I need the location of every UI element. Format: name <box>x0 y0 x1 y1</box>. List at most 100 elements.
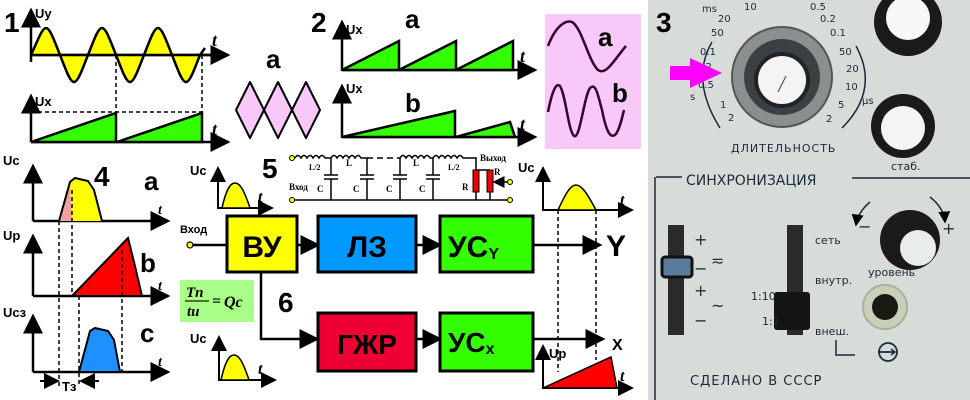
sync-polarity-switch[interactable] <box>660 255 694 279</box>
fig5-resistor-label-1: R <box>462 182 469 192</box>
sync-polarity-switch-slot <box>668 225 684 335</box>
fig1-top-t-label: t <box>212 30 218 50</box>
block-gzhr-label: ГЖР <box>337 329 397 360</box>
figure-2-number: 2 <box>311 7 327 38</box>
svg-text:+: + <box>694 281 707 300</box>
sync-mode-internal: внутр. <box>815 274 852 287</box>
fig5-inductor-label-1: L/2 <box>309 163 321 172</box>
svg-text:s: s <box>690 92 695 103</box>
fig4c-ucz-label: Uсз <box>3 305 27 320</box>
fig2a-saw-3 <box>455 38 515 72</box>
fig6-uc-right-t-label: t <box>620 192 625 209</box>
fig2b-t-label: t <box>520 114 526 134</box>
fig6-input-label: Вход <box>180 224 207 236</box>
magenta-pointer-arrow <box>670 58 722 88</box>
figure-5: 5 Вход Выход L/2 L L L/2 C C C C <box>262 153 513 203</box>
fig1-bottom-t-label: t <box>212 119 218 139</box>
formula-numerator: Tп <box>186 285 204 301</box>
figure-2: 2 Ux a t Ux b t a b <box>311 4 641 149</box>
fig6-input-terminal <box>186 241 194 249</box>
fig6-uc-top-t-label: t <box>258 189 263 206</box>
figure-1-number: 1 <box>4 7 20 38</box>
timebase-label: ДЛИТЕЛЬНОСТЬ <box>731 142 836 155</box>
fig1-ux-label: Ux <box>35 94 52 109</box>
svg-text:1: 1 <box>720 100 726 111</box>
fig6-up-label: Up <box>549 346 566 361</box>
svg-text:0.1: 0.1 <box>700 47 716 58</box>
stab-knob[interactable] <box>881 106 925 150</box>
fig4a-pulse-fill <box>70 178 102 221</box>
fig5-cap-label-3: C <box>386 184 393 194</box>
fig6-uc-top-pulse <box>221 182 252 209</box>
fig6-out-x-label: X <box>612 337 623 354</box>
fig5-input-terminal-bottom <box>289 197 295 203</box>
sync-source-switch[interactable] <box>774 292 810 330</box>
level-label: уровень <box>868 266 915 279</box>
fig2a-t-label: t <box>520 46 526 66</box>
fig2-screen <box>545 14 641 149</box>
figure-3-panel: 3 ms 20 10 0.5 0.2 0.1 50 0.1 0.2 0.5 s … <box>648 0 970 400</box>
fig1-pattern-diamond-2 <box>263 81 293 139</box>
fig5-inductor-label-3: L <box>413 158 419 168</box>
svg-text:10: 10 <box>744 2 757 13</box>
fig2-screen-label-a: a <box>598 22 613 52</box>
fig5-inductors-left <box>294 154 367 160</box>
fig5-input-label: Вход <box>289 182 308 192</box>
fig6-uc-right-pulse <box>556 184 598 211</box>
fig5-resistor-1 <box>472 169 480 193</box>
ratio-1-1-label: 1:1 <box>762 315 780 328</box>
top-right-knob[interactable] <box>886 0 930 40</box>
block-usy-label: УСY <box>448 231 499 264</box>
block-usx <box>438 311 535 373</box>
fig4c-t-label: t <box>158 355 163 370</box>
svg-text:10: 10 <box>845 82 858 93</box>
ext-sync-jack[interactable] <box>872 294 898 320</box>
fig2-screen-wave-a <box>546 20 627 73</box>
figure-5-number: 5 <box>262 153 278 184</box>
block-usx-label: УСx <box>448 327 495 358</box>
formula-equals: = <box>212 293 221 310</box>
svg-text:2: 2 <box>826 114 832 125</box>
fig2-screen-label-b: b <box>612 78 628 108</box>
sync-title: СИНХРОНИЗАЦИЯ <box>686 173 816 189</box>
fig1-sawtooth-2 <box>116 111 204 144</box>
fig6-up-ramp <box>542 355 618 389</box>
ms-unit-label: ms <box>702 4 717 15</box>
figure-1: 1 Uy t Ux t a <box>4 6 321 152</box>
fig1-pattern-diamond-3 <box>291 81 321 139</box>
fig6-up-t-label: t <box>620 368 625 385</box>
svg-text:5: 5 <box>838 100 844 111</box>
figure-6: Uc t Вход ВУ ЛЗ УСY Y Uc t Tп tи = Qc <box>180 160 634 396</box>
block-gzhr <box>316 311 418 373</box>
fig6-uc-bottom-label: Uc <box>190 331 207 346</box>
fig4c-pulse <box>77 326 122 373</box>
level-minus: − <box>858 217 871 236</box>
fig6-uc-right-label: Uc <box>518 160 535 175</box>
ac-symbol: ~ <box>711 296 724 315</box>
fig2-screen-wave-b <box>546 83 626 138</box>
fig5-inductor-label-4: L/2 <box>448 163 460 172</box>
fig5-output-terminal-top <box>507 179 513 185</box>
fig2b-label: b <box>405 88 421 118</box>
fig4-delay-label: Tз <box>62 379 77 394</box>
fig4b-t-label: t <box>158 279 163 294</box>
svg-text:50: 50 <box>839 47 852 58</box>
fig4a-pulse <box>58 176 103 222</box>
fig4a-uc-label: Uc <box>3 153 20 168</box>
timebase-knob[interactable] <box>754 52 810 108</box>
level-knob[interactable] <box>900 230 936 266</box>
svg-text:0.1: 0.1 <box>830 28 846 39</box>
fig6-out-y-label: Y <box>606 230 626 263</box>
fig5-inductors-right <box>399 154 470 160</box>
level-plus: + <box>942 219 955 238</box>
svg-text:20: 20 <box>846 64 859 75</box>
figure-4-number: 4 <box>94 161 110 192</box>
level-ccw-arrow <box>851 201 871 227</box>
fig5-inductor-label-2: L <box>346 158 352 168</box>
fig2b-saw-1 <box>341 109 457 139</box>
fig1-pattern-diamond-1 <box>235 81 265 139</box>
figure-6-number: 6 <box>278 287 294 318</box>
fig4a-label: a <box>144 166 159 196</box>
formula-rhs: Qc <box>224 294 243 311</box>
